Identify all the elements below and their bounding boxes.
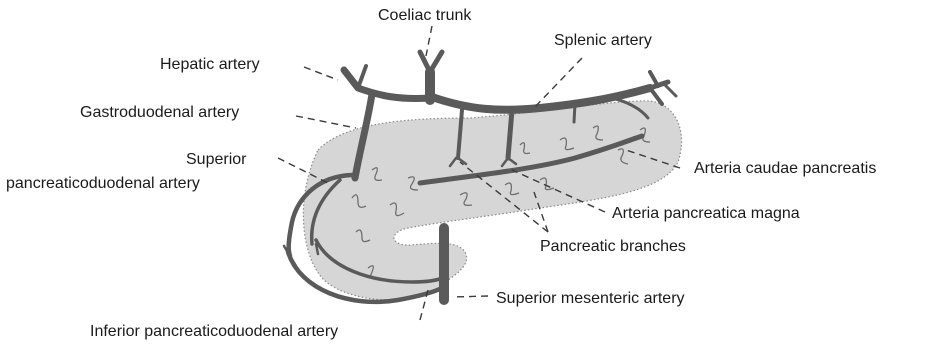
label-gastroduodenal-artery: Gastroduodenal artery xyxy=(80,103,239,122)
leader-superior-mesenteric xyxy=(452,296,488,297)
label-inferior-pd: Inferior pancreaticoduodenal artery xyxy=(90,322,338,341)
leader-hepatic-artery xyxy=(304,67,338,80)
leader-gastroduodenal-artery xyxy=(296,116,356,128)
pancreas-body xyxy=(303,101,681,300)
label-arteria-caudae: Arteria caudae pancreatis xyxy=(694,159,876,178)
label-splenic-artery: Splenic artery xyxy=(554,31,652,50)
leader-coeliac-trunk xyxy=(426,26,432,56)
label-superior-pd-line1: Superior xyxy=(186,150,246,169)
label-pancreatic-branches: Pancreatic branches xyxy=(540,237,686,256)
label-superior-pd-line2: pancreaticoduodenal artery xyxy=(6,174,200,193)
label-coeliac-trunk: Coeliac trunk xyxy=(378,6,471,25)
label-superior-mesenteric: Superior mesenteric artery xyxy=(496,289,685,308)
label-hepatic-artery: Hepatic artery xyxy=(160,55,260,74)
hepatic-artery-vessel xyxy=(344,70,430,99)
label-arteria-magna: Arteria pancreatica magna xyxy=(612,204,800,223)
